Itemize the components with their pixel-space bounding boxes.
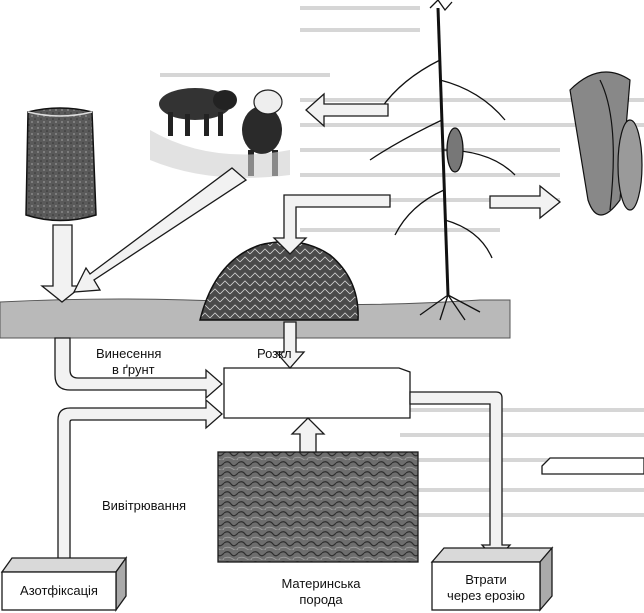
arrow-crop-to-cattle: [305, 92, 389, 128]
arrow-nitrogen-fixation: [57, 398, 223, 566]
arrow-weathering: [290, 417, 326, 453]
label-nitrogen-fixation: Азотфіксація: [20, 583, 98, 598]
cattle-icon: [150, 88, 290, 178]
arrow-crop-to-residue: [272, 194, 391, 255]
label-parent-rock-line1: Материнська: [281, 576, 361, 591]
arrow-decomposition: [274, 321, 306, 369]
erosion-loss-box: [430, 546, 554, 612]
label-losses-line2: через ерозію: [447, 588, 525, 603]
corn-cobs-icon: [569, 71, 643, 216]
label-losses-line1: Втрати: [465, 572, 507, 587]
arrow-application-into-soil: [54, 337, 223, 400]
crop-residue-icon: [199, 240, 359, 321]
arrow-manure-to-soil: [72, 167, 248, 293]
soil-nutrient-pool: [223, 367, 411, 419]
label-decomposition: Розкл: [257, 346, 292, 361]
parent-rock-block: [217, 451, 419, 563]
background-text-lines: [160, 6, 644, 517]
arrow-sack-to-soil: [40, 224, 84, 303]
label-weathering: Вивітрювання: [102, 498, 187, 513]
nitrogen-fixation-box: [0, 555, 128, 613]
label-parent-rock-line2: порода: [299, 592, 343, 607]
corn-plant-icon: [369, 0, 516, 321]
label-application-line2: в ґрунт: [112, 362, 155, 377]
label-application-line1: Винесення: [96, 346, 162, 361]
arrow-crop-to-harvest: [489, 184, 562, 220]
fertilizer-sack-icon: [25, 107, 97, 222]
side-edge-box: [541, 457, 644, 475]
arrow-erosion-loss: [409, 391, 512, 561]
